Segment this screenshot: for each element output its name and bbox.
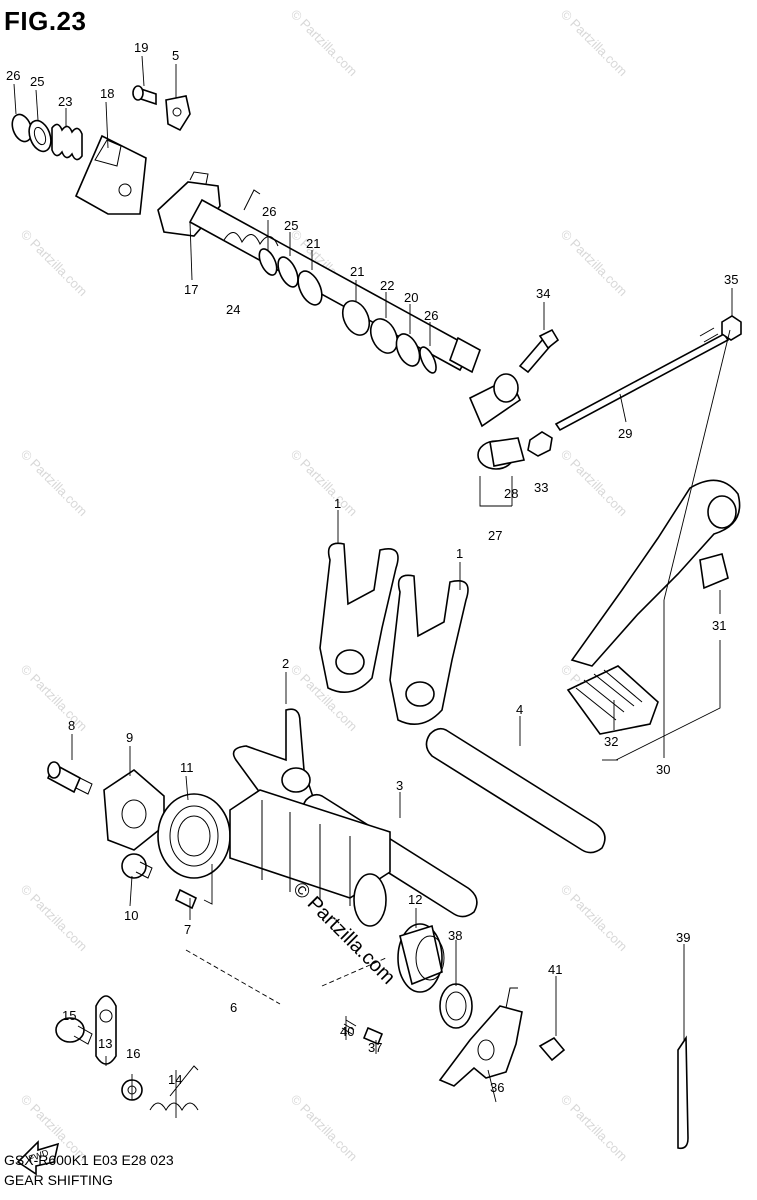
watermark: © Partzilla.com — [18, 662, 91, 735]
watermark: © Partzilla.com — [558, 7, 631, 80]
callout: 6 — [230, 1000, 237, 1015]
callout: 10 — [124, 908, 138, 923]
shift-cam-assembly — [46, 761, 689, 1150]
callout: 32 — [604, 734, 618, 749]
callout: 7 — [184, 922, 191, 937]
callout: 20 — [404, 290, 418, 305]
callout: 24 — [226, 302, 240, 317]
callout: 19 — [134, 40, 148, 55]
callout: 17 — [184, 282, 198, 297]
callout: 26 — [6, 68, 20, 83]
callout: 18 — [100, 86, 114, 101]
figure-title: FIG.23 — [4, 6, 87, 36]
callout: 8 — [68, 718, 75, 733]
forward-arrow: FWD — [16, 1140, 60, 1176]
watermark: © Partzilla.com — [558, 1092, 631, 1165]
callout: 26 — [262, 204, 276, 219]
callout: 26 — [424, 308, 438, 323]
watermark: © Partzilla.com — [558, 227, 631, 300]
callout: 35 — [724, 272, 738, 287]
callout: 41 — [548, 962, 562, 977]
callout: 29 — [618, 426, 632, 441]
callout: 11 — [180, 760, 194, 775]
callout: 1 — [456, 546, 463, 561]
callout: 3 — [396, 778, 403, 793]
callout: 37 — [368, 1040, 382, 1055]
callout: 22 — [380, 278, 394, 293]
callout: 23 — [58, 94, 72, 109]
leader-lines — [13, 55, 733, 1118]
callout: 33 — [534, 480, 548, 495]
watermark: © Partzilla.com — [558, 882, 631, 955]
callout: 28 — [504, 486, 518, 501]
callout: 12 — [408, 892, 422, 907]
callout: 30 — [656, 762, 670, 777]
callout: 16 — [126, 1046, 140, 1061]
callout: 9 — [126, 730, 133, 745]
callout: 1 — [334, 496, 341, 511]
callout: 36 — [490, 1080, 504, 1095]
watermark: © Partzilla.com — [18, 227, 91, 300]
callout: 14 — [168, 1072, 182, 1087]
callout: 25 — [284, 218, 298, 233]
callout: 25 — [30, 74, 44, 89]
gearshift-lever — [566, 479, 741, 735]
model-code: GSX-R600K1 E03 E28 023 — [4, 1152, 174, 1168]
watermark: © Partzilla.com — [288, 7, 361, 80]
callout: 21 — [350, 264, 364, 279]
callout-labels: 26 25 23 18 19 5 17 24 26 25 21 21 22 20… — [6, 40, 738, 1095]
callout: 40 — [340, 1024, 354, 1039]
shift-forks — [232, 542, 469, 816]
callout: 15 — [62, 1008, 76, 1023]
watermark: © Partzilla.com — [558, 447, 631, 520]
watermark: © Partzilla.com — [18, 882, 91, 955]
callout: 39 — [676, 930, 690, 945]
watermark: © Partzilla.com — [18, 447, 91, 520]
callout: 2 — [282, 656, 289, 671]
callout: 27 — [488, 528, 502, 543]
watermark: © Partzilla.com — [288, 447, 361, 520]
callout: 13 — [98, 1036, 112, 1051]
watermark: © Partzilla.com — [288, 1092, 361, 1165]
callout: 38 — [448, 928, 462, 943]
callout: 31 — [712, 618, 726, 633]
shift-shaft-assembly — [11, 85, 742, 470]
callout: 34 — [536, 286, 550, 301]
callout: 4 — [516, 702, 523, 717]
callout: 5 — [172, 48, 179, 63]
section-name: GEAR SHIFTING — [4, 1172, 113, 1188]
callout: 21 — [306, 236, 320, 251]
